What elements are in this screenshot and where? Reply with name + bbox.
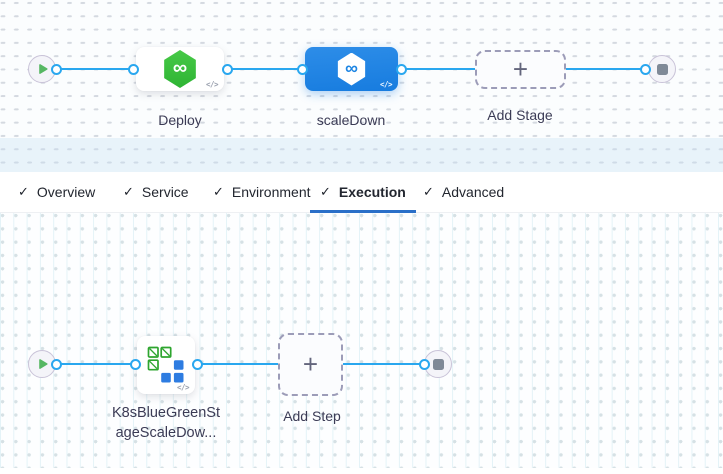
stage-label-scaledown: scaleDown bbox=[316, 112, 386, 128]
execution-canvas[interactable] bbox=[0, 213, 723, 468]
harness-cd-icon: ∞ bbox=[164, 50, 196, 88]
port-scaledown-in bbox=[297, 63, 308, 75]
play-icon bbox=[39, 64, 48, 74]
add-stage-label: Add Stage bbox=[487, 107, 553, 123]
port-stage-start-out bbox=[51, 63, 62, 75]
port-step-in bbox=[130, 358, 141, 370]
step-node-k8s-bg-scaledown[interactable]: </> bbox=[137, 336, 195, 394]
stop-icon bbox=[432, 358, 444, 370]
edge-start-step bbox=[54, 362, 135, 366]
stop-icon bbox=[656, 63, 668, 75]
port-stage-end-in bbox=[640, 63, 651, 75]
port-step-start-out bbox=[51, 358, 62, 370]
check-icon: ✓ bbox=[18, 184, 29, 199]
plus-icon: + bbox=[302, 348, 319, 379]
edge-deploy-scaledown bbox=[224, 67, 305, 71]
add-stage-button[interactable]: + bbox=[475, 50, 566, 89]
add-step-button[interactable]: + bbox=[278, 333, 343, 396]
stage-canvas-bottom-strip bbox=[0, 138, 723, 172]
edge-start-deploy bbox=[54, 67, 133, 71]
port-step-out bbox=[192, 358, 203, 370]
code-icon: </> bbox=[379, 80, 393, 89]
check-icon: ✓ bbox=[320, 184, 331, 199]
harness-cd-icon: ∞ bbox=[337, 52, 366, 86]
tab-execution[interactable]: ✓ Execution bbox=[310, 172, 416, 213]
stage-node-deploy[interactable]: ∞ </> bbox=[136, 47, 224, 91]
stage-label-deploy: Deploy bbox=[158, 112, 202, 128]
port-deploy-in bbox=[128, 63, 139, 75]
add-step-label: Add Step bbox=[283, 408, 341, 424]
stage-config-tabbar: ✓ Overview ✓ Service ✓ Environment ✓ Exe… bbox=[0, 172, 723, 213]
tab-label: Service bbox=[141, 184, 189, 200]
check-icon: ✓ bbox=[213, 184, 224, 199]
port-step-end-in bbox=[419, 358, 430, 370]
edge-step-addstep bbox=[197, 362, 280, 366]
edge-addstage-end bbox=[564, 67, 646, 71]
port-deploy-out bbox=[222, 63, 233, 75]
tab-environment[interactable]: ✓ Environment bbox=[203, 172, 321, 212]
edge-addstep-end bbox=[341, 362, 425, 366]
edge-scaledown-addstage bbox=[398, 67, 477, 71]
tab-label: Execution bbox=[338, 184, 406, 200]
k8s-blue-green-icon bbox=[147, 346, 184, 383]
stage-end-node bbox=[648, 55, 676, 83]
tab-advanced[interactable]: ✓ Advanced bbox=[413, 172, 514, 212]
tab-label: Advanced bbox=[441, 184, 505, 200]
tab-label: Environment bbox=[231, 184, 311, 200]
code-icon: </> bbox=[205, 80, 219, 89]
port-scaledown-out bbox=[396, 63, 407, 75]
tab-service[interactable]: ✓ Service bbox=[113, 172, 199, 212]
check-icon: ✓ bbox=[423, 184, 434, 199]
play-icon bbox=[39, 359, 48, 369]
stage-node-scaledown[interactable]: ∞ </> bbox=[305, 47, 398, 91]
tab-overview[interactable]: ✓ Overview bbox=[8, 172, 105, 212]
canvas-bottom-edge bbox=[0, 468, 723, 474]
plus-icon: + bbox=[512, 53, 529, 84]
code-icon: </> bbox=[176, 383, 190, 392]
check-icon: ✓ bbox=[123, 184, 134, 199]
tab-label: Overview bbox=[36, 184, 96, 200]
step-label-k8s-bg-scaledown: K8sBlueGreenSt ageScaleDow... bbox=[111, 405, 220, 441]
